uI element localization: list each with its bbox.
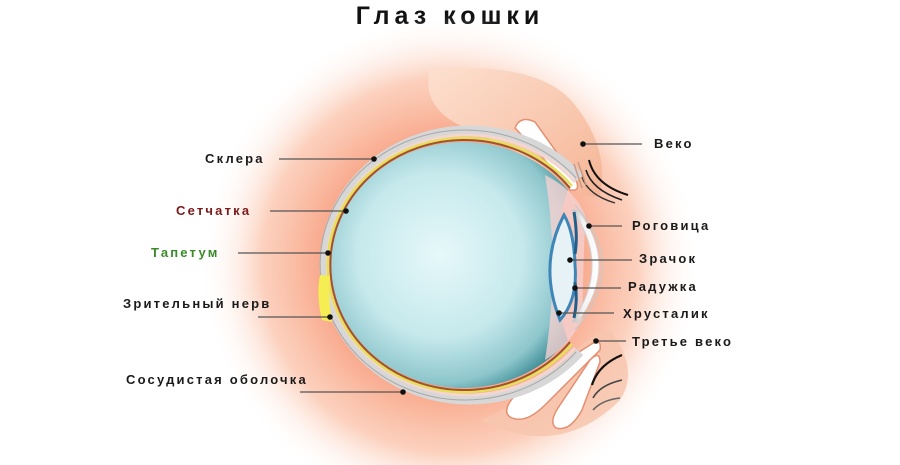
optic-nerve-shape xyxy=(318,275,332,322)
upper-lash-2 xyxy=(585,169,623,201)
upper-lash-1 xyxy=(588,159,629,196)
label-tapetum: Тапетум xyxy=(151,245,220,260)
lower-lash-2 xyxy=(592,379,623,399)
label-choroid: Сосудистая оболочка xyxy=(126,372,308,387)
lower-eyelid-gland xyxy=(552,354,601,430)
label-optic-nerve: Зрительный нерв xyxy=(123,296,272,311)
label-lens: Хрусталик xyxy=(623,306,710,321)
iris-lower xyxy=(572,281,578,319)
leader-lines-left xyxy=(238,156,406,395)
label-sclera: Склера xyxy=(205,151,265,166)
vitreous-body xyxy=(331,141,568,388)
retina-ring xyxy=(329,139,571,391)
label-third-eyelid: Третье веко xyxy=(632,334,734,349)
lower-lash-1 xyxy=(590,353,623,386)
label-retina: Сетчатка xyxy=(176,203,252,218)
upper-lash-3 xyxy=(581,176,616,204)
label-pupil: Зрачок xyxy=(639,251,698,266)
label-cornea: Роговица xyxy=(632,218,711,233)
iris-upper xyxy=(572,211,578,255)
tapetum-ring xyxy=(326,136,573,394)
cornea-shape xyxy=(571,209,600,323)
leader-lines-right xyxy=(556,141,642,344)
lens-shape xyxy=(548,211,577,323)
label-eyelid: Веко xyxy=(654,136,694,151)
lower-lash-3 xyxy=(592,397,621,411)
label-iris: Радужка xyxy=(628,279,698,294)
